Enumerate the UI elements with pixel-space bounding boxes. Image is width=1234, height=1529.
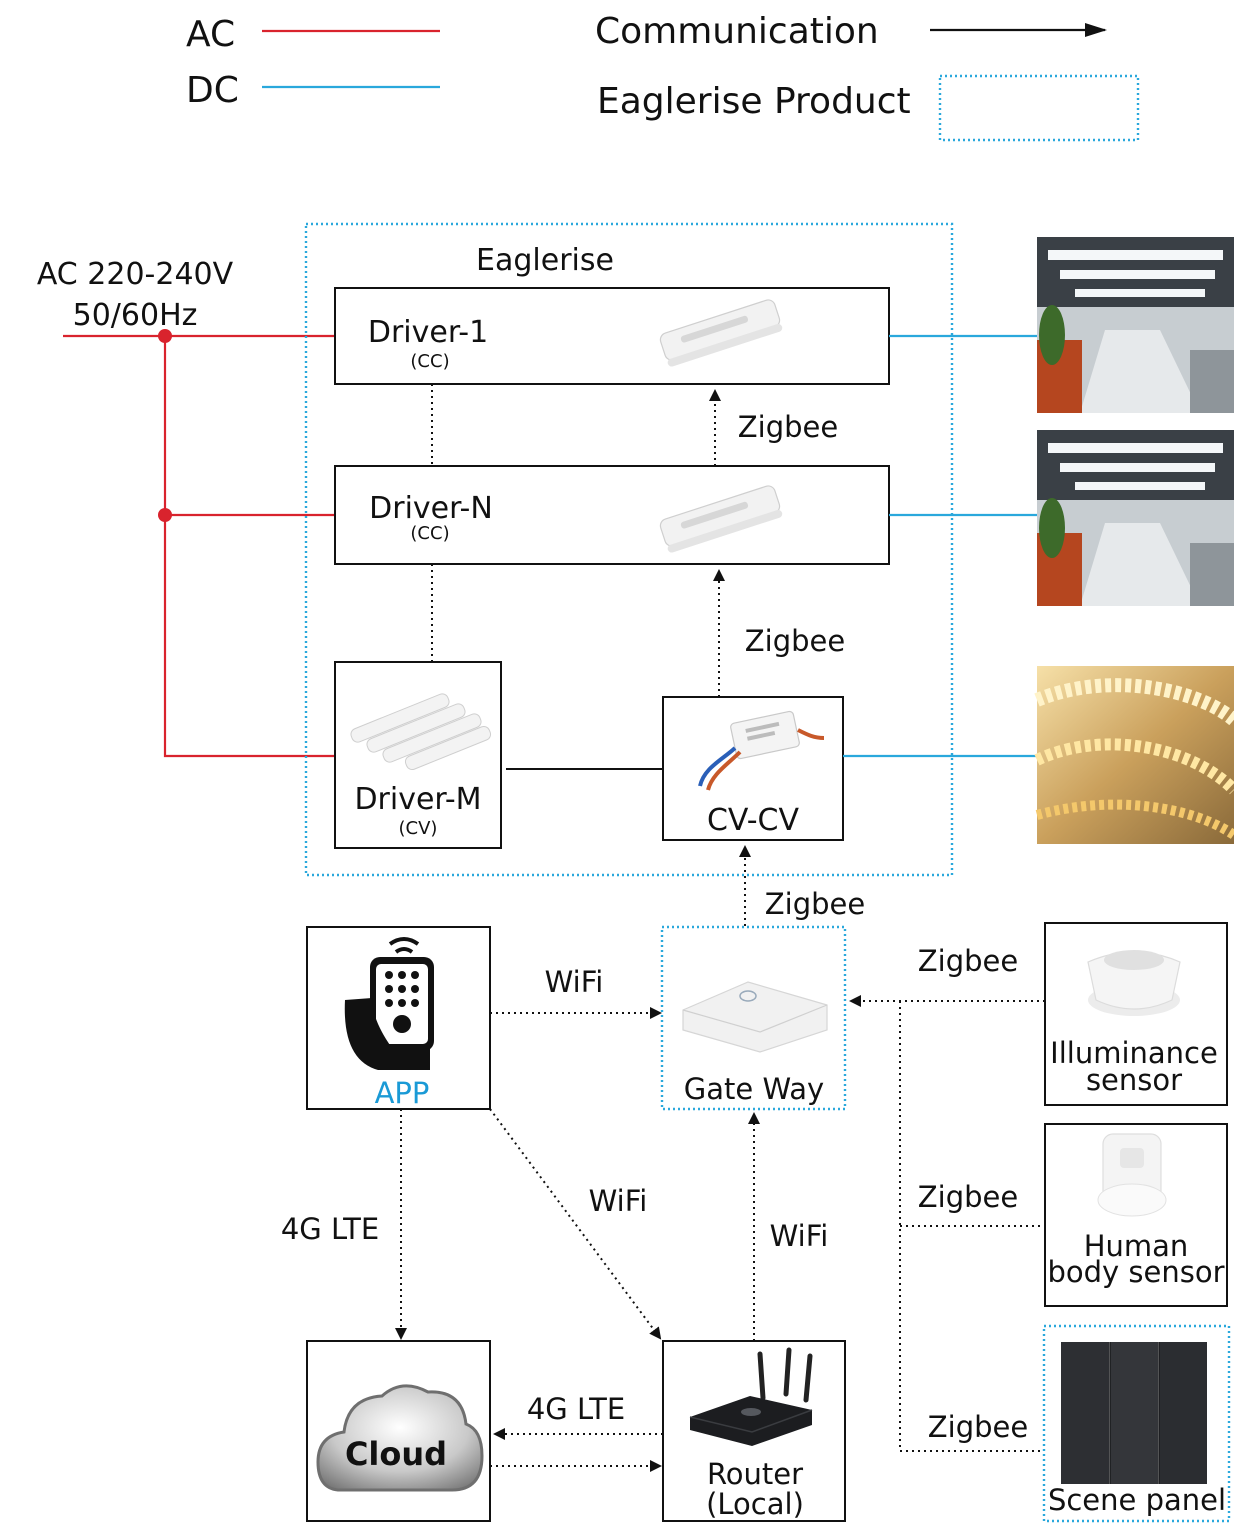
ac-input-frequency: 50/60Hz: [73, 298, 198, 333]
illuminance-sensor-icon: [1088, 950, 1180, 1016]
driver-1-name: Driver-1: [368, 315, 488, 350]
office-lighting-image: [1037, 237, 1234, 413]
ac-junction: [158, 508, 172, 522]
zigbee-label: Zigbee: [928, 1410, 1028, 1444]
sensor-zigbee-bus: [851, 1001, 1045, 1451]
cv-cv-name: CV-CV: [707, 803, 799, 838]
wifi-label: WiFi: [589, 1184, 648, 1218]
wifi-label: WiFi: [545, 965, 604, 999]
zigbee-label: Zigbee: [738, 410, 838, 444]
router-label-1: Router: [707, 1457, 803, 1491]
gateway-device[interactable]: Gate Way: [662, 927, 845, 1109]
ac-input-voltage: AC 220-240V: [37, 257, 234, 292]
ac-input: AC 220-240V 50/60Hz: [37, 257, 335, 756]
driver-m-type: (CV): [399, 818, 438, 839]
zigbee-label: Zigbee: [918, 944, 1018, 978]
motion-sensor-icon: [1098, 1134, 1166, 1216]
driver-m[interactable]: Driver-M (CV): [335, 662, 501, 848]
wifi-arrow-app-to-router: [490, 1109, 660, 1338]
human-body-sensor[interactable]: Human body sensor: [1045, 1124, 1227, 1306]
router-device[interactable]: Router (Local): [663, 1341, 845, 1521]
cv-cv-module[interactable]: CV-CV: [663, 697, 843, 840]
gateway-label: Gate Way: [684, 1072, 824, 1106]
human-body-sensor-label-2: body sensor: [1047, 1255, 1224, 1289]
lte-label: 4G LTE: [281, 1212, 379, 1246]
scene-panel[interactable]: Scene panel: [1044, 1326, 1229, 1521]
eaglerise-group-title: Eaglerise: [476, 243, 614, 278]
scene-panel-switch-icon: [1061, 1342, 1207, 1484]
legend-product-label: Eaglerise Product: [597, 81, 911, 122]
zigbee-label: Zigbee: [765, 887, 865, 921]
legend-dc-label: DC: [186, 70, 239, 111]
illuminance-sensor[interactable]: Illuminance sensor: [1045, 923, 1227, 1105]
cloud-service[interactable]: Cloud: [307, 1341, 490, 1521]
office-lighting-image: [1037, 430, 1234, 606]
legend: AC DC Communication Eaglerise Product: [186, 11, 1138, 140]
driver-n-type: (CC): [410, 523, 449, 544]
scene-panel-label: Scene panel: [1048, 1483, 1226, 1517]
driver-1[interactable]: Driver-1 (CC): [335, 288, 889, 384]
zigbee-label: Zigbee: [918, 1180, 1018, 1214]
driver-n[interactable]: Driver-N (CC): [335, 466, 889, 564]
cloud-label: Cloud: [345, 1435, 447, 1473]
legend-communication-label: Communication: [595, 11, 879, 52]
app-device[interactable]: APP: [307, 927, 490, 1110]
legend-ac-label: AC: [186, 14, 235, 55]
zigbee-label: Zigbee: [745, 624, 845, 658]
driver-m-name: Driver-M: [354, 782, 481, 817]
ac-line-driverM: [165, 336, 335, 756]
lte-label: 4G LTE: [527, 1392, 625, 1426]
app-label: APP: [375, 1076, 430, 1110]
driver-1-type: (CC): [410, 351, 449, 372]
led-strip-image: [1037, 666, 1234, 844]
driver-n-name: Driver-N: [369, 491, 493, 526]
router-label-2: (Local): [706, 1487, 804, 1521]
ac-junction: [158, 329, 172, 343]
wifi-label: WiFi: [770, 1219, 829, 1253]
legend-product-box: [940, 76, 1138, 140]
illuminance-sensor-label-2: sensor: [1086, 1063, 1182, 1097]
